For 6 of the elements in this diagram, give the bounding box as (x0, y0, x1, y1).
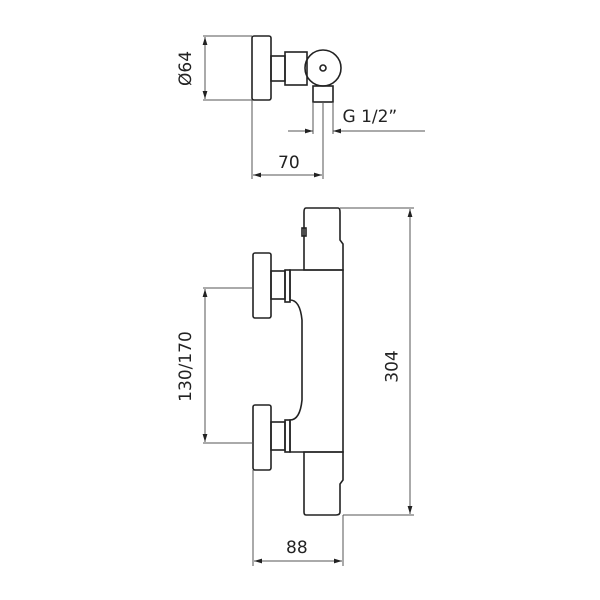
dimension-label: 304 (384, 350, 402, 382)
dimension-label: 88 (286, 540, 308, 556)
dimension-label: 70 (278, 154, 300, 172)
dimension-label: Ø64 (178, 50, 194, 86)
dimension-label: 130/170 (177, 330, 194, 402)
dimension-label: G 1/2” (342, 108, 398, 126)
